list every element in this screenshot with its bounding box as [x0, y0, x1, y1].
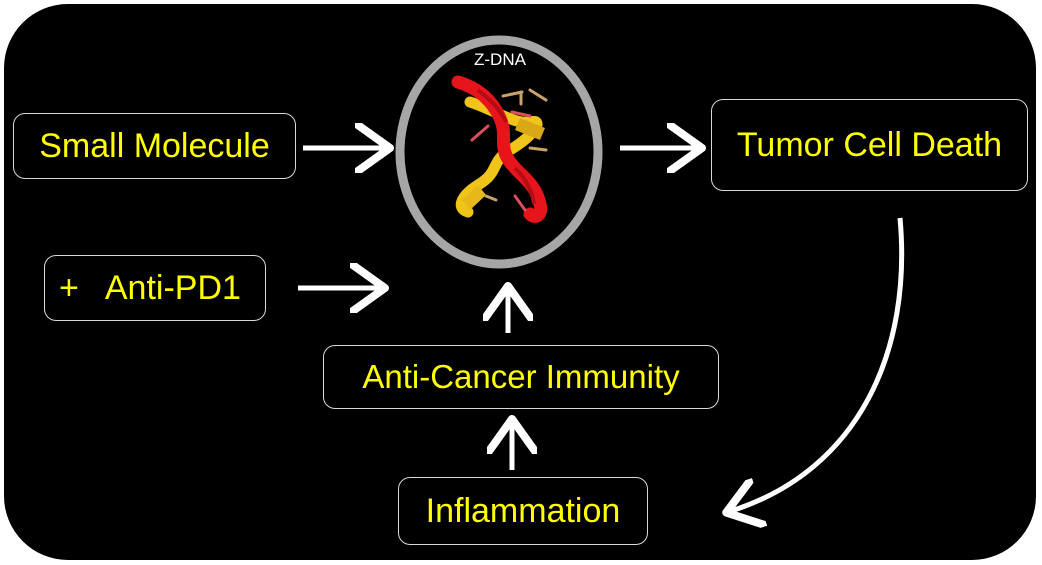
- plus-sign: +: [59, 268, 79, 307]
- anti-cancer-immunity-node: Anti-Cancer Immunity: [323, 345, 719, 409]
- anti-pd1-node: + Anti-PD1: [44, 255, 266, 321]
- zdna-label: Z-DNA: [474, 50, 526, 69]
- zdna-ring: [395, 35, 603, 269]
- small-molecule-label: Small Molecule: [39, 126, 270, 165]
- arrow-tumor-death-to-inflammation: [731, 217, 905, 511]
- tumor-cell-death-node: Tumor Cell Death: [711, 99, 1028, 191]
- tumor-cell-death-label: Tumor Cell Death: [736, 125, 1003, 164]
- anti-cancer-immunity-label: Anti-Cancer Immunity: [362, 358, 680, 395]
- inflammation-node: Inflammation: [398, 477, 648, 545]
- anti-pd1-label: Anti-PD1: [104, 268, 241, 307]
- inflammation-label: Inflammation: [425, 491, 621, 530]
- zdna-icon: [451, 75, 548, 223]
- small-molecule-node: Small Molecule: [13, 113, 296, 179]
